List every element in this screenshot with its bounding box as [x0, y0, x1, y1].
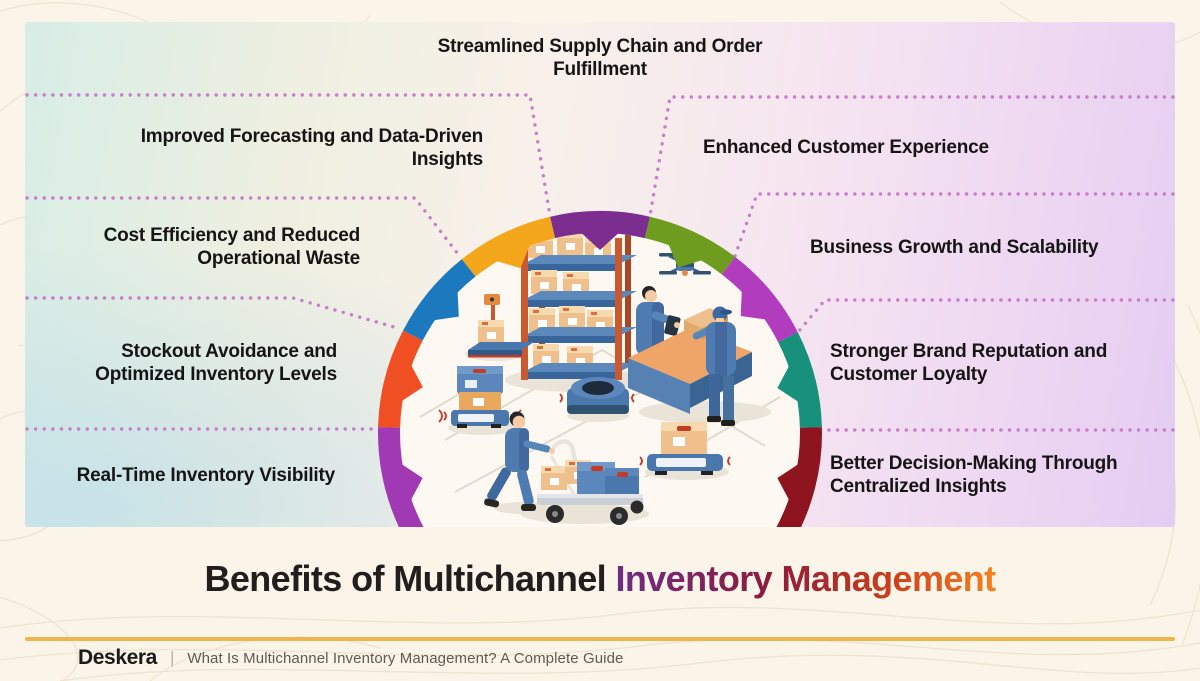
footer-divider-line: [25, 637, 1175, 641]
title-gradient-part: Inventory Management: [615, 558, 996, 599]
shelf-rack-icon: [521, 233, 637, 380]
enhanced-line: [648, 95, 1175, 218]
diagram-canvas: [25, 93, 1175, 527]
business-line: [733, 192, 1175, 258]
ring-arrow-tab-magenta: [740, 289, 767, 320]
ring-arrow-tab-orange: [495, 243, 531, 269]
stockout-line: [25, 296, 403, 331]
ring-segment-blue: [403, 259, 476, 341]
ring-segment-top-purple: [550, 210, 650, 239]
footer-guide-text: What Is Multichannel Inventory Managemen…: [187, 649, 624, 667]
deskera-logo: Deskera: [78, 646, 157, 669]
ring-segment-dark-red: [776, 427, 822, 527]
ring-segment-green: [644, 216, 736, 275]
page-title: Benefits of Multichannel Inventory Manag…: [0, 558, 1200, 600]
ring-arrow-tab-dark-red: [777, 463, 800, 502]
benefit-label-brand-reputation: Stronger Brand Reputation and Customer L…: [830, 341, 1108, 385]
ring-arrow-tab-blue: [432, 290, 459, 321]
scale-station-icon: [468, 294, 534, 358]
stronger-line: [797, 298, 1175, 333]
title-black-part: Benefits of Multichannel: [204, 558, 616, 599]
footer-separator: |: [169, 648, 175, 667]
left-agv-robot-icon: [438, 366, 522, 428]
ring-arrow-tab-green: [668, 243, 704, 268]
ring-segment-magenta: [721, 256, 798, 343]
benefit-label-enhanced-customer: Enhanced Customer Experience: [703, 137, 989, 158]
cost-line: [25, 196, 463, 260]
benefit-label-realtime-visibility: Real-Time Inventory Visibility: [76, 465, 336, 486]
benefit-label-streamlined-supply-chain: Streamlined Supply Chain and Order Fulfi…: [437, 36, 763, 80]
benefit-label-business-growth: Business Growth and Scalability: [810, 237, 1099, 258]
footer: Deskera | What Is Multichannel Inventory…: [78, 646, 624, 670]
benefit-label-stockout-avoidance: Stockout Avoidance and Optimized Invento…: [95, 341, 337, 385]
ring-arrow-tab-vermilion: [400, 364, 423, 402]
benefit-label-cost-efficiency: Cost Efficiency and Reduced Operational …: [103, 225, 361, 269]
infographic-panel: Streamlined Supply Chain and Order Fulfi…: [25, 22, 1175, 527]
round-robot-icon: [559, 377, 635, 414]
ring-segment-vermilion: [378, 330, 423, 428]
warehouse-illustration: [419, 233, 781, 525]
workers-at-desk-icon: [628, 286, 752, 426]
improved-line: [25, 93, 552, 218]
ring-arrow-tab-top-purple: [580, 232, 620, 250]
worker-with-trolley-icon: [484, 411, 644, 525]
benefit-label-improved-forecasting: Improved Forecasting and Data-Driven Ins…: [140, 126, 483, 170]
ring-arrow-tab-bottom-purple: [400, 463, 423, 502]
ring-segment-teal: [778, 332, 822, 428]
benefit-ring: [378, 210, 822, 527]
benefit-label-better-decisions: Better Decision-Making Through Centraliz…: [830, 453, 1118, 497]
dotted-connectors: [25, 93, 1175, 432]
ring-arrow-tab-teal: [777, 364, 800, 403]
right-agv-robot-icon: [639, 422, 731, 475]
ring-segment-bottom-purple: [378, 427, 424, 527]
ring-segment-orange: [461, 216, 556, 277]
